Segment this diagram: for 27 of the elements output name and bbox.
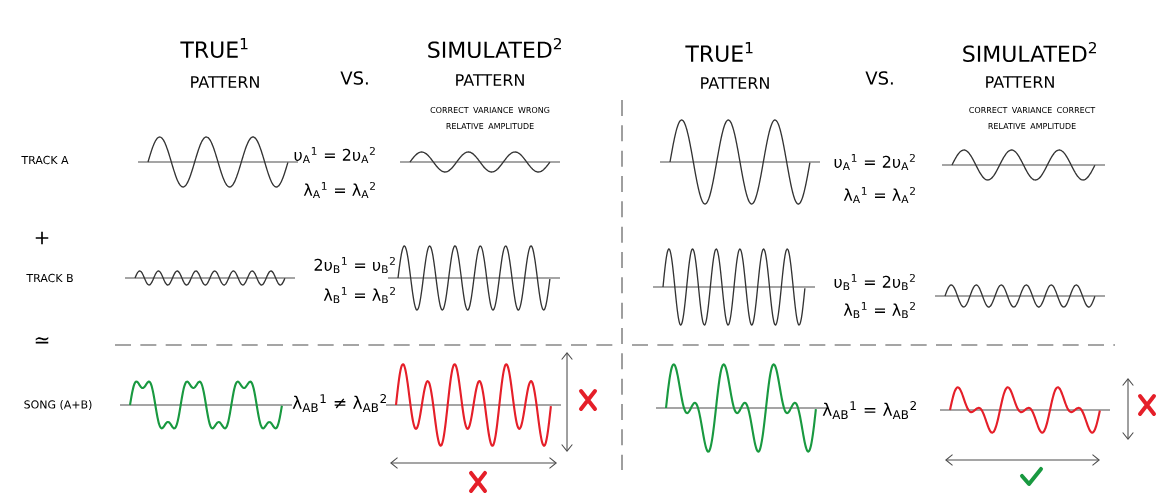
column-heading: SIMULATED$^{2}$: [428, 37, 561, 59]
equation: λ$_{AB}$$^{1}$ = λ$_{AB}$2: [822, 401, 916, 419]
operator-sign: +: [35, 231, 49, 245]
equation: υ$_{A}$$^{1}$ = 2υ$_{A}$2: [834, 153, 915, 171]
column-heading: TRUE$^{1}$: [180, 38, 248, 58]
column-heading: TRUE$^{1}$: [685, 42, 753, 62]
equation: λ$_{A}$$^{1}$ = λ$_{A}$2: [303, 181, 375, 199]
heading-text: PATTERN: [986, 76, 1054, 88]
equation: λ$_{AB}$$^{1}$ ≠ λ$_{AB}$2: [292, 394, 386, 412]
heading-text: VS.: [865, 71, 893, 85]
heading-text: PATTERN: [701, 77, 769, 89]
equation: υ$_{A}$$^{1}$ = 2υ$_{A}$2: [294, 146, 375, 164]
heading-text: VS.: [340, 71, 368, 85]
note-text: CORRECT VARIANCE WRONG RELATIVE AMPLITUDE: [430, 106, 550, 129]
note-text: CORRECT VARIANCE CORRECT RELATIVE AMPLITUDE: [969, 106, 1096, 129]
row-label: TRACK A: [21, 155, 69, 165]
equation: υ$_{B}$$^{1}$ = 2υ$_{B}$2: [834, 273, 915, 291]
equation: λ$_{B}$$^{1}$ = λ$_{B}$2: [843, 301, 915, 319]
row-label: TRACK B: [26, 273, 73, 283]
row-label: SONG (A+B): [24, 400, 92, 410]
heading-text: PATTERN: [456, 74, 524, 86]
column-heading: SIMULATED$^{2}$: [963, 41, 1096, 63]
equation: 2υ$_{B}$$^{1}$ = υ$_{B}$2: [314, 256, 395, 274]
operator-sign: ≃: [35, 337, 49, 344]
equation: λ$_{B}$$^{1}$ = λ$_{B}$2: [323, 286, 395, 304]
equation: λ$_{A}$$^{1}$ = λ$_{A}$2: [843, 186, 915, 204]
heading-text: PATTERN: [191, 76, 259, 88]
